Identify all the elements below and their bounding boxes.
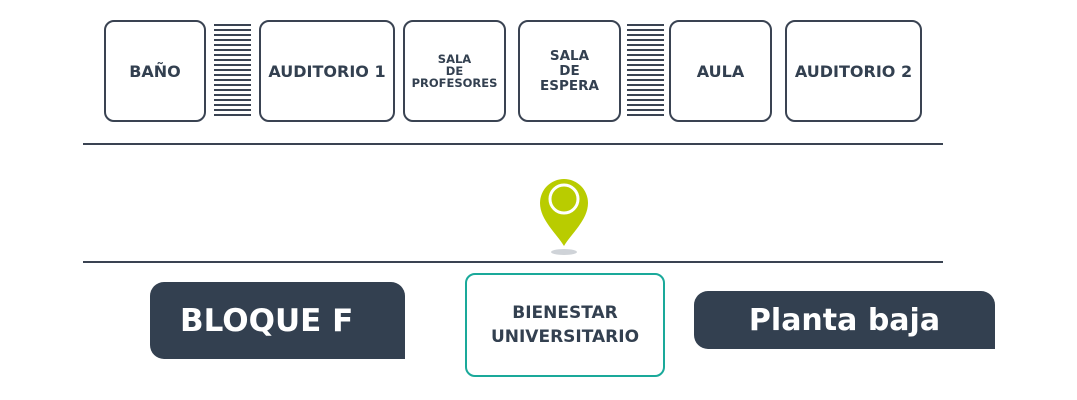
room-aula: AULA — [669, 20, 772, 122]
corridor-bottom-line — [83, 261, 943, 263]
room-sala-espera: SALA DE ESPERA — [518, 20, 621, 122]
room-sala-profesores: SALA DE PROFESORES — [403, 20, 506, 122]
corridor-top-line — [83, 143, 943, 145]
room-auditorio-1: AUDITORIO 1 — [259, 20, 395, 122]
current-location-room: BIENESTAR UNIVERSITARIO — [465, 273, 665, 377]
room-auditorio-2: AUDITORIO 2 — [785, 20, 922, 122]
block-label: BLOQUE F — [150, 282, 405, 359]
stairs-right — [627, 24, 664, 119]
map-pin-icon — [540, 179, 588, 255]
floor-label: Planta baja — [694, 291, 995, 349]
stairs-left — [214, 24, 251, 119]
room-bano: BAÑO — [104, 20, 206, 122]
